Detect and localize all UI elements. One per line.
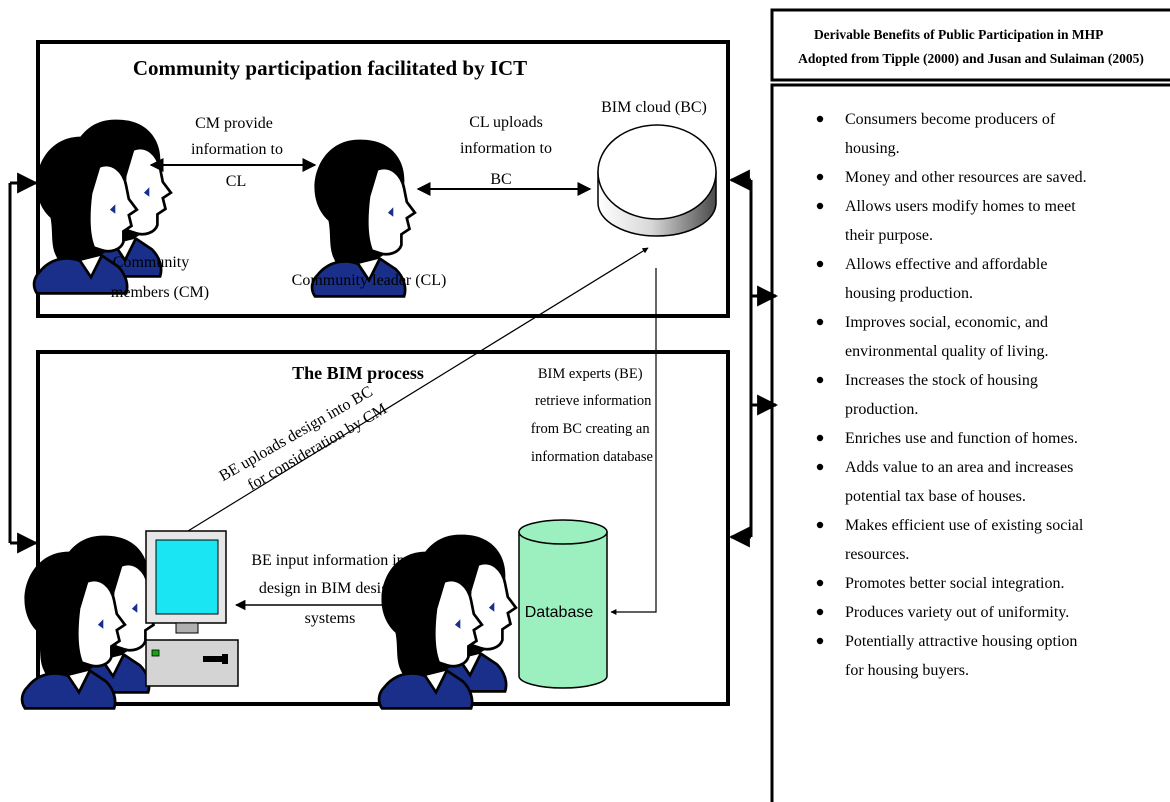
benefit-item: Enriches use and function of homes. — [845, 430, 1078, 447]
be-input-text: BE input information in design in BIM de… — [251, 552, 408, 627]
bim-process-title: The BIM process — [292, 363, 424, 383]
benefit-bullet — [816, 376, 824, 384]
benefits-list-box — [770, 83, 1170, 802]
bim-cloud-icon — [597, 124, 717, 237]
benefit-bullet — [816, 115, 824, 123]
be-upload-text: BE uploads design into BC for considerat… — [216, 381, 390, 504]
benefits-header: Derivable Benefits of Public Participati… — [798, 27, 1144, 66]
benefit-bullet — [816, 521, 824, 529]
benefit-item: Produces variety out of uniformity. — [845, 604, 1069, 621]
benefit-bullet — [816, 260, 824, 268]
benefits-header-box — [770, 8, 1170, 82]
bc-database-arrow — [610, 268, 657, 615]
benefit-bullet — [816, 608, 824, 616]
benefit-bullet — [816, 318, 824, 326]
database-label: Database — [525, 604, 594, 621]
bim-cloud-label: BIM cloud (BC) — [601, 99, 707, 116]
database-icon — [518, 519, 608, 689]
bim-experts-computer-icon — [20, 534, 161, 710]
benefit-bullet — [816, 434, 824, 442]
cm-to-cl-text: CM provide information to CL — [191, 115, 287, 190]
benefits-panel: Derivable Benefits of Public Participati… — [770, 8, 1170, 802]
be-retrieve-text: BIM experts (BE) retrieve information fr… — [531, 366, 655, 465]
benefit-bullet — [816, 202, 824, 210]
community-box-title: Community participation facilitated by I… — [133, 56, 527, 80]
bim-experts-database-icon — [377, 533, 518, 710]
benefit-bullet — [816, 463, 824, 471]
computer-icon — [145, 530, 239, 687]
benefit-item: Promotes better social integration. — [845, 575, 1065, 592]
benefit-bullet — [816, 173, 824, 181]
cl-to-bc-text: CL uploads information to BC — [460, 114, 556, 188]
community-members-label: Community members (CM) — [111, 254, 209, 301]
benefit-bullet — [816, 637, 824, 645]
community-leader-label: Community leader (CL) — [292, 272, 447, 289]
computer-bc-arrow — [187, 247, 649, 532]
benefit-bullet — [816, 579, 824, 587]
benefit-item: Money and other resources are saved. — [845, 169, 1087, 186]
